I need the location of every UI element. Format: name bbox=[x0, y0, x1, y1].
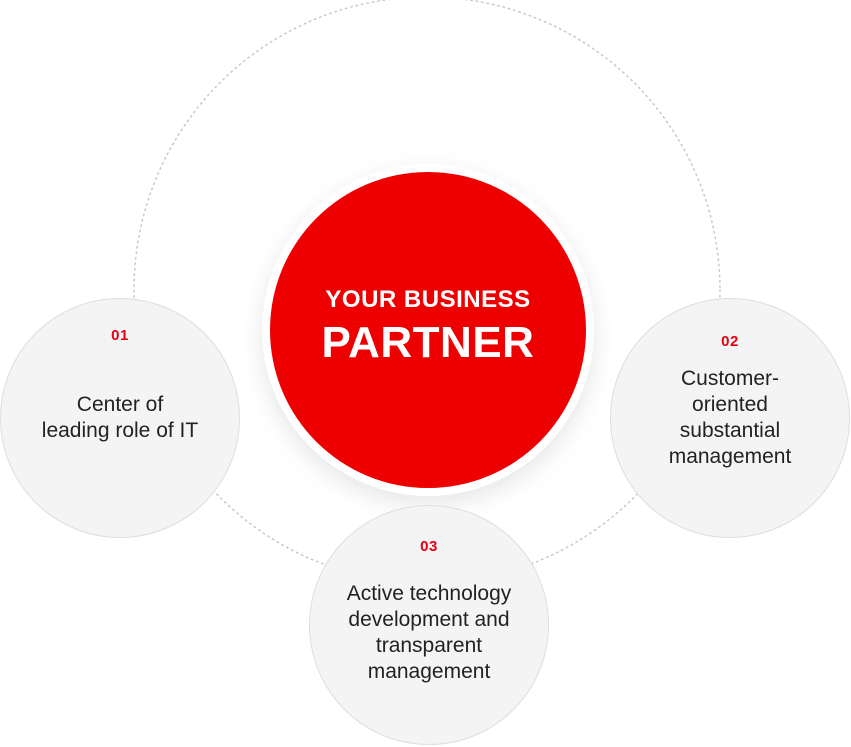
node-01: 01 Center of leading role of IT bbox=[0, 298, 240, 538]
center-title-line1: YOUR BUSINESS bbox=[325, 286, 531, 313]
node-number: 02 bbox=[721, 333, 739, 350]
node-number: 03 bbox=[420, 538, 438, 555]
center-circle: YOUR BUSINESS PARTNER bbox=[270, 172, 586, 488]
node-text: Active technology development and transp… bbox=[346, 582, 512, 683]
node-03: 03 Active technology development and tra… bbox=[309, 505, 549, 745]
node-text: Customer- oriented substantial managemen… bbox=[668, 367, 792, 468]
node-02: 02 Customer- oriented substantial manage… bbox=[610, 298, 850, 538]
node-number: 01 bbox=[111, 327, 129, 344]
node-text: Center of leading role of IT bbox=[41, 393, 199, 442]
orbit-circle bbox=[133, 0, 721, 584]
center-title-line2: PARTNER bbox=[321, 318, 535, 367]
